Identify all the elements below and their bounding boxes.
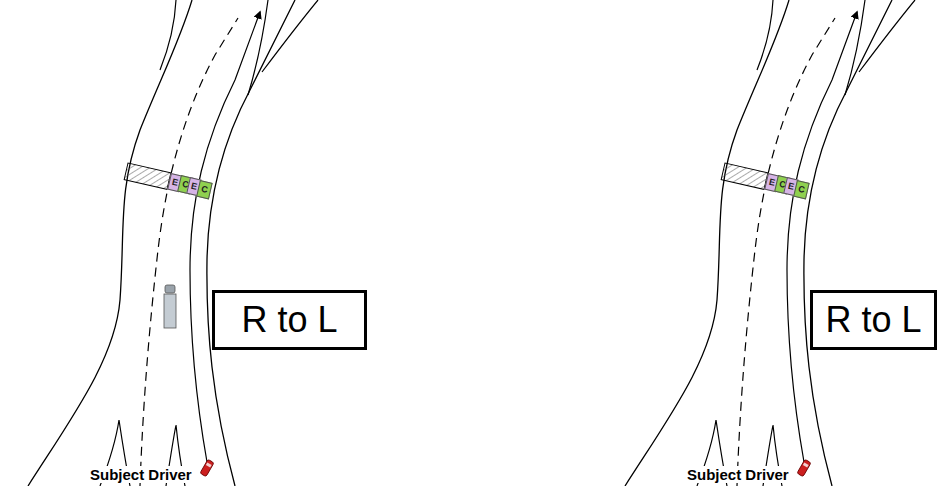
direction-box: R to L (810, 290, 937, 350)
crosswalk-cell: C (196, 180, 212, 199)
truck (164, 285, 176, 328)
direction-label: R to L (825, 302, 921, 338)
direction-box: R to L (212, 290, 367, 350)
driver-label: Subject Driver (88, 466, 194, 483)
crosswalk-cell: C (793, 180, 809, 199)
crosswalk-letter: C (200, 184, 208, 194)
road-left (28, 0, 318, 486)
crosswalk-letter: C (797, 184, 805, 194)
driver-label: Subject Driver (685, 466, 791, 483)
road-right (625, 0, 915, 486)
direction-label: R to L (241, 302, 337, 338)
